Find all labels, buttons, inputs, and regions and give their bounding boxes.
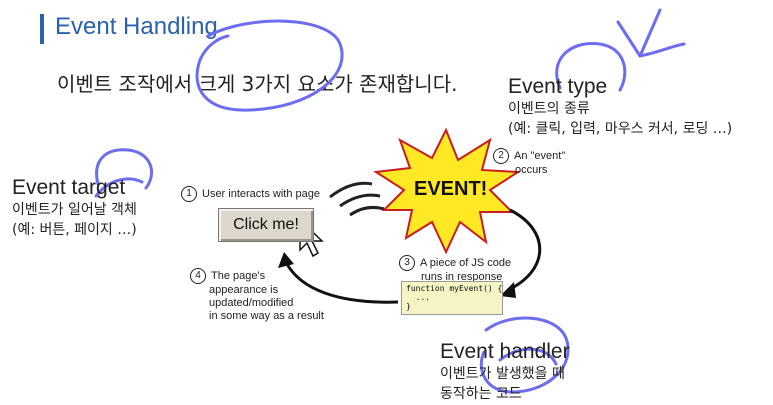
handwritten-annotations: [94, 8, 686, 394]
step-1-number: 1: [181, 186, 197, 202]
click-me-button[interactable]: Click me!: [218, 208, 314, 242]
event-target-heading: Event target: [12, 176, 126, 199]
step-4-text-2: appearance is: [209, 284, 279, 296]
step-3-number: 3: [399, 255, 415, 271]
step-4: 4 The page's appearance is updated/modifi…: [190, 268, 324, 323]
step-4-text-3: updated/modified: [209, 297, 294, 309]
step-3: 3 A piece of JS code runs in response: [399, 255, 511, 284]
motion-line: [339, 193, 381, 208]
step-2-number: 2: [493, 148, 509, 164]
title-accent-bar: [40, 14, 44, 44]
event-starburst-icon: [373, 127, 522, 255]
step-1: 1 User interacts with page: [181, 186, 320, 202]
code-snippet: function myEvent() { ...}: [401, 281, 503, 315]
motion-line: [329, 181, 373, 199]
step-2-text-1: An "event": [514, 149, 566, 162]
motion-line: [349, 206, 385, 217]
event-type-desc-1: 이벤트의 종류: [508, 101, 590, 117]
code-line-3: }: [406, 302, 411, 311]
step-3-text-2: runs in response: [421, 271, 503, 283]
event-handler-desc-2: 동작하는 코드: [440, 386, 522, 402]
slide-title: Event Handling: [55, 13, 218, 40]
event-burst-label: EVENT!: [414, 178, 488, 200]
event-target-desc-2: (예: 버튼, 페이지 …): [12, 222, 137, 238]
step-4-number: 4: [190, 268, 206, 284]
step-1-text: User interacts with page: [202, 187, 320, 200]
event-type-heading: Event type: [508, 75, 608, 98]
code-line-1: function myEvent() {: [406, 284, 503, 293]
step-3-text-1: A piece of JS code: [420, 256, 512, 269]
slide-subtitle: 이벤트 조작에서 크게 3가지 요소가 존재합니다.: [57, 72, 458, 96]
step-4-text-4: in some way as a result: [209, 310, 324, 322]
step-4-text-1: The page's: [211, 269, 266, 282]
event-type-desc-2: (예: 클릭, 입력, 마우스 커서, 로딩 …): [508, 121, 733, 137]
step-2-text-2: occurs: [515, 164, 548, 176]
event-target-desc-1: 이벤트가 일어날 객체: [12, 202, 137, 218]
event-handler-heading: Event handler: [440, 340, 570, 363]
arrow-event-to-code: [507, 208, 542, 292]
arrow-code-to-page: [284, 261, 399, 304]
code-line-2: ...: [406, 293, 431, 302]
event-handler-desc-1: 이벤트가 발생했을 때: [440, 366, 565, 382]
step-2: 2 An "event" occurs: [493, 148, 565, 177]
